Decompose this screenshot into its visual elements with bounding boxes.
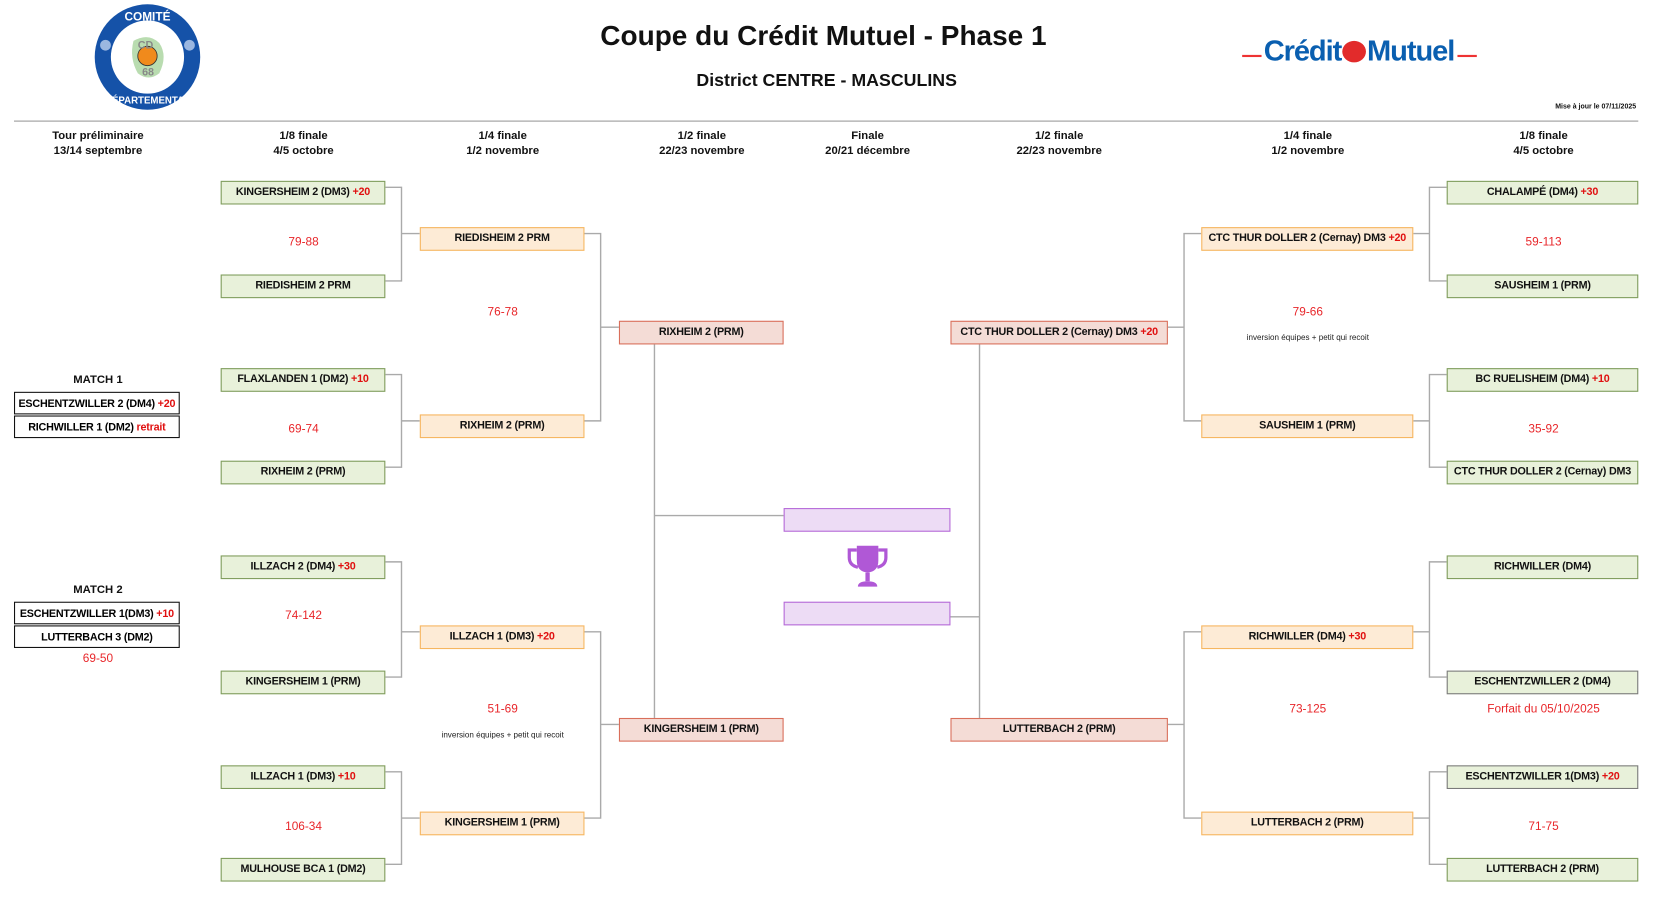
team-box: MULHOUSE BCA 1 (DM2) (220, 857, 386, 882)
match-score: 51-69 (487, 702, 518, 716)
match-score: 35-92 (1528, 423, 1559, 436)
team-box: CTC THUR DOLLER 2 (Cernay) DM3 +20 (950, 320, 1168, 345)
team-box: ESCHENTZWILLER 2 (DM4) (1446, 670, 1639, 695)
sponsor-name-2: Mutuel (1367, 34, 1455, 67)
match-score: 73-125 (1289, 702, 1327, 716)
team-box: RIEDISHEIM 2 PRM (220, 274, 386, 299)
team-box: RIXHEIM 2 (PRM) (220, 460, 386, 485)
team-box: LUTTERBACH 2 (PRM) (950, 717, 1168, 742)
match-score: 69-50 (82, 652, 114, 666)
match-score: 71-75 (1528, 820, 1559, 834)
team-box: FLAXLANDEN 1 (DM2) +10 (220, 368, 386, 392)
update-date: Mise à jour le 07/11/2025 (1555, 103, 1637, 111)
sponsor-emblem-icon (1342, 40, 1366, 63)
trophy-icon (847, 545, 888, 587)
team-box: BC RUELISHEIM (DM4) +10 (1446, 368, 1639, 392)
sponsor-name-1: Crédit (1263, 34, 1343, 67)
team-box: KINGERSHEIM 1 (PRM) (618, 717, 784, 742)
team-box: ILLZACH 1 (DM3) +10 (220, 765, 386, 790)
match-score: 106-34 (285, 820, 322, 834)
team-box: SAUSHEIM 1 (PRM) (1201, 414, 1414, 439)
header-divider (13, 120, 1639, 122)
match-score: 74-142 (285, 609, 322, 623)
match-note: inversion équipes + petit qui recoit (441, 729, 564, 740)
final-slot-1 (783, 508, 951, 532)
match-score: 79-88 (288, 235, 319, 249)
final-slot-2 (783, 601, 951, 626)
team-box: KINGERSHEIM 1 (PRM) (220, 670, 386, 695)
team-box: CTC THUR DOLLER 2 (Cernay) DM3 (1446, 460, 1639, 485)
team-box: KINGERSHEIM 1 (PRM) (419, 811, 585, 836)
page-title: Coupe du Crédit Mutuel - Phase 1 (600, 19, 1047, 52)
match-note: inversion équipes + petit qui recoit (1246, 332, 1369, 343)
svg-text:COMITÉ: COMITÉ (124, 9, 170, 23)
comite-departemental-logo: CD 68 COMITÉ DÉPARTEMENTAL (94, 4, 201, 110)
team-box: RIXHEIM 2 (PRM) (618, 320, 784, 345)
svg-text:CD: CD (138, 39, 154, 51)
team-box: ESCHENTZWILLER 1(DM3) +20 (1446, 765, 1639, 790)
prelim-team: LUTTERBACH 3 (DM2) (13, 625, 180, 648)
prelim-team: RICHWILLER 1 (DM2) retrait (13, 415, 180, 439)
team-box: RIEDISHEIM 2 PRM (419, 227, 585, 251)
team-box: ILLZACH 1 (DM3) +20 (419, 625, 585, 650)
match-score: 69-74 (288, 423, 319, 436)
team-box: RIXHEIM 2 (PRM) (419, 414, 585, 439)
match-2-label: MATCH 2 (73, 583, 123, 597)
team-box: RICHWILLER (DM4) (1446, 555, 1639, 580)
team-box: CTC THUR DOLLER 2 (Cernay) DM3 +20 (1201, 227, 1414, 251)
svg-text:DÉPARTEMENTAL: DÉPARTEMENTAL (105, 95, 190, 106)
svg-text:68: 68 (142, 66, 154, 78)
page-subtitle: District CENTRE - MASCULINS (696, 71, 957, 91)
prelim-team: ESCHENTZWILLER 2 (DM4) +20 (13, 391, 180, 415)
match-score: 59-113 (1525, 235, 1562, 249)
team-box: KINGERSHEIM 2 (DM3) +20 (220, 180, 386, 205)
team-box: RICHWILLER (DM4) +30 (1201, 625, 1414, 650)
team-box: LUTTERBACH 2 (PRM) (1446, 857, 1639, 882)
team-box: LUTTERBACH 2 (PRM) (1201, 811, 1414, 836)
team-box: SAUSHEIM 1 (PRM) (1446, 274, 1639, 299)
credit-mutuel-logo: Crédit Mutuel (1242, 34, 1477, 67)
team-box: ILLZACH 2 (DM4) +30 (220, 555, 386, 580)
match-score: 76-78 (487, 305, 518, 319)
match-1-label: MATCH 1 (73, 373, 123, 387)
match-score: 79-66 (1292, 305, 1323, 319)
team-box: CHALAMPÉ (DM4) +30 (1446, 180, 1639, 205)
prelim-team: ESCHENTZWILLER 1(DM3) +10 (13, 601, 180, 625)
match-score: Forfait du 05/10/2025 (1487, 702, 1600, 716)
